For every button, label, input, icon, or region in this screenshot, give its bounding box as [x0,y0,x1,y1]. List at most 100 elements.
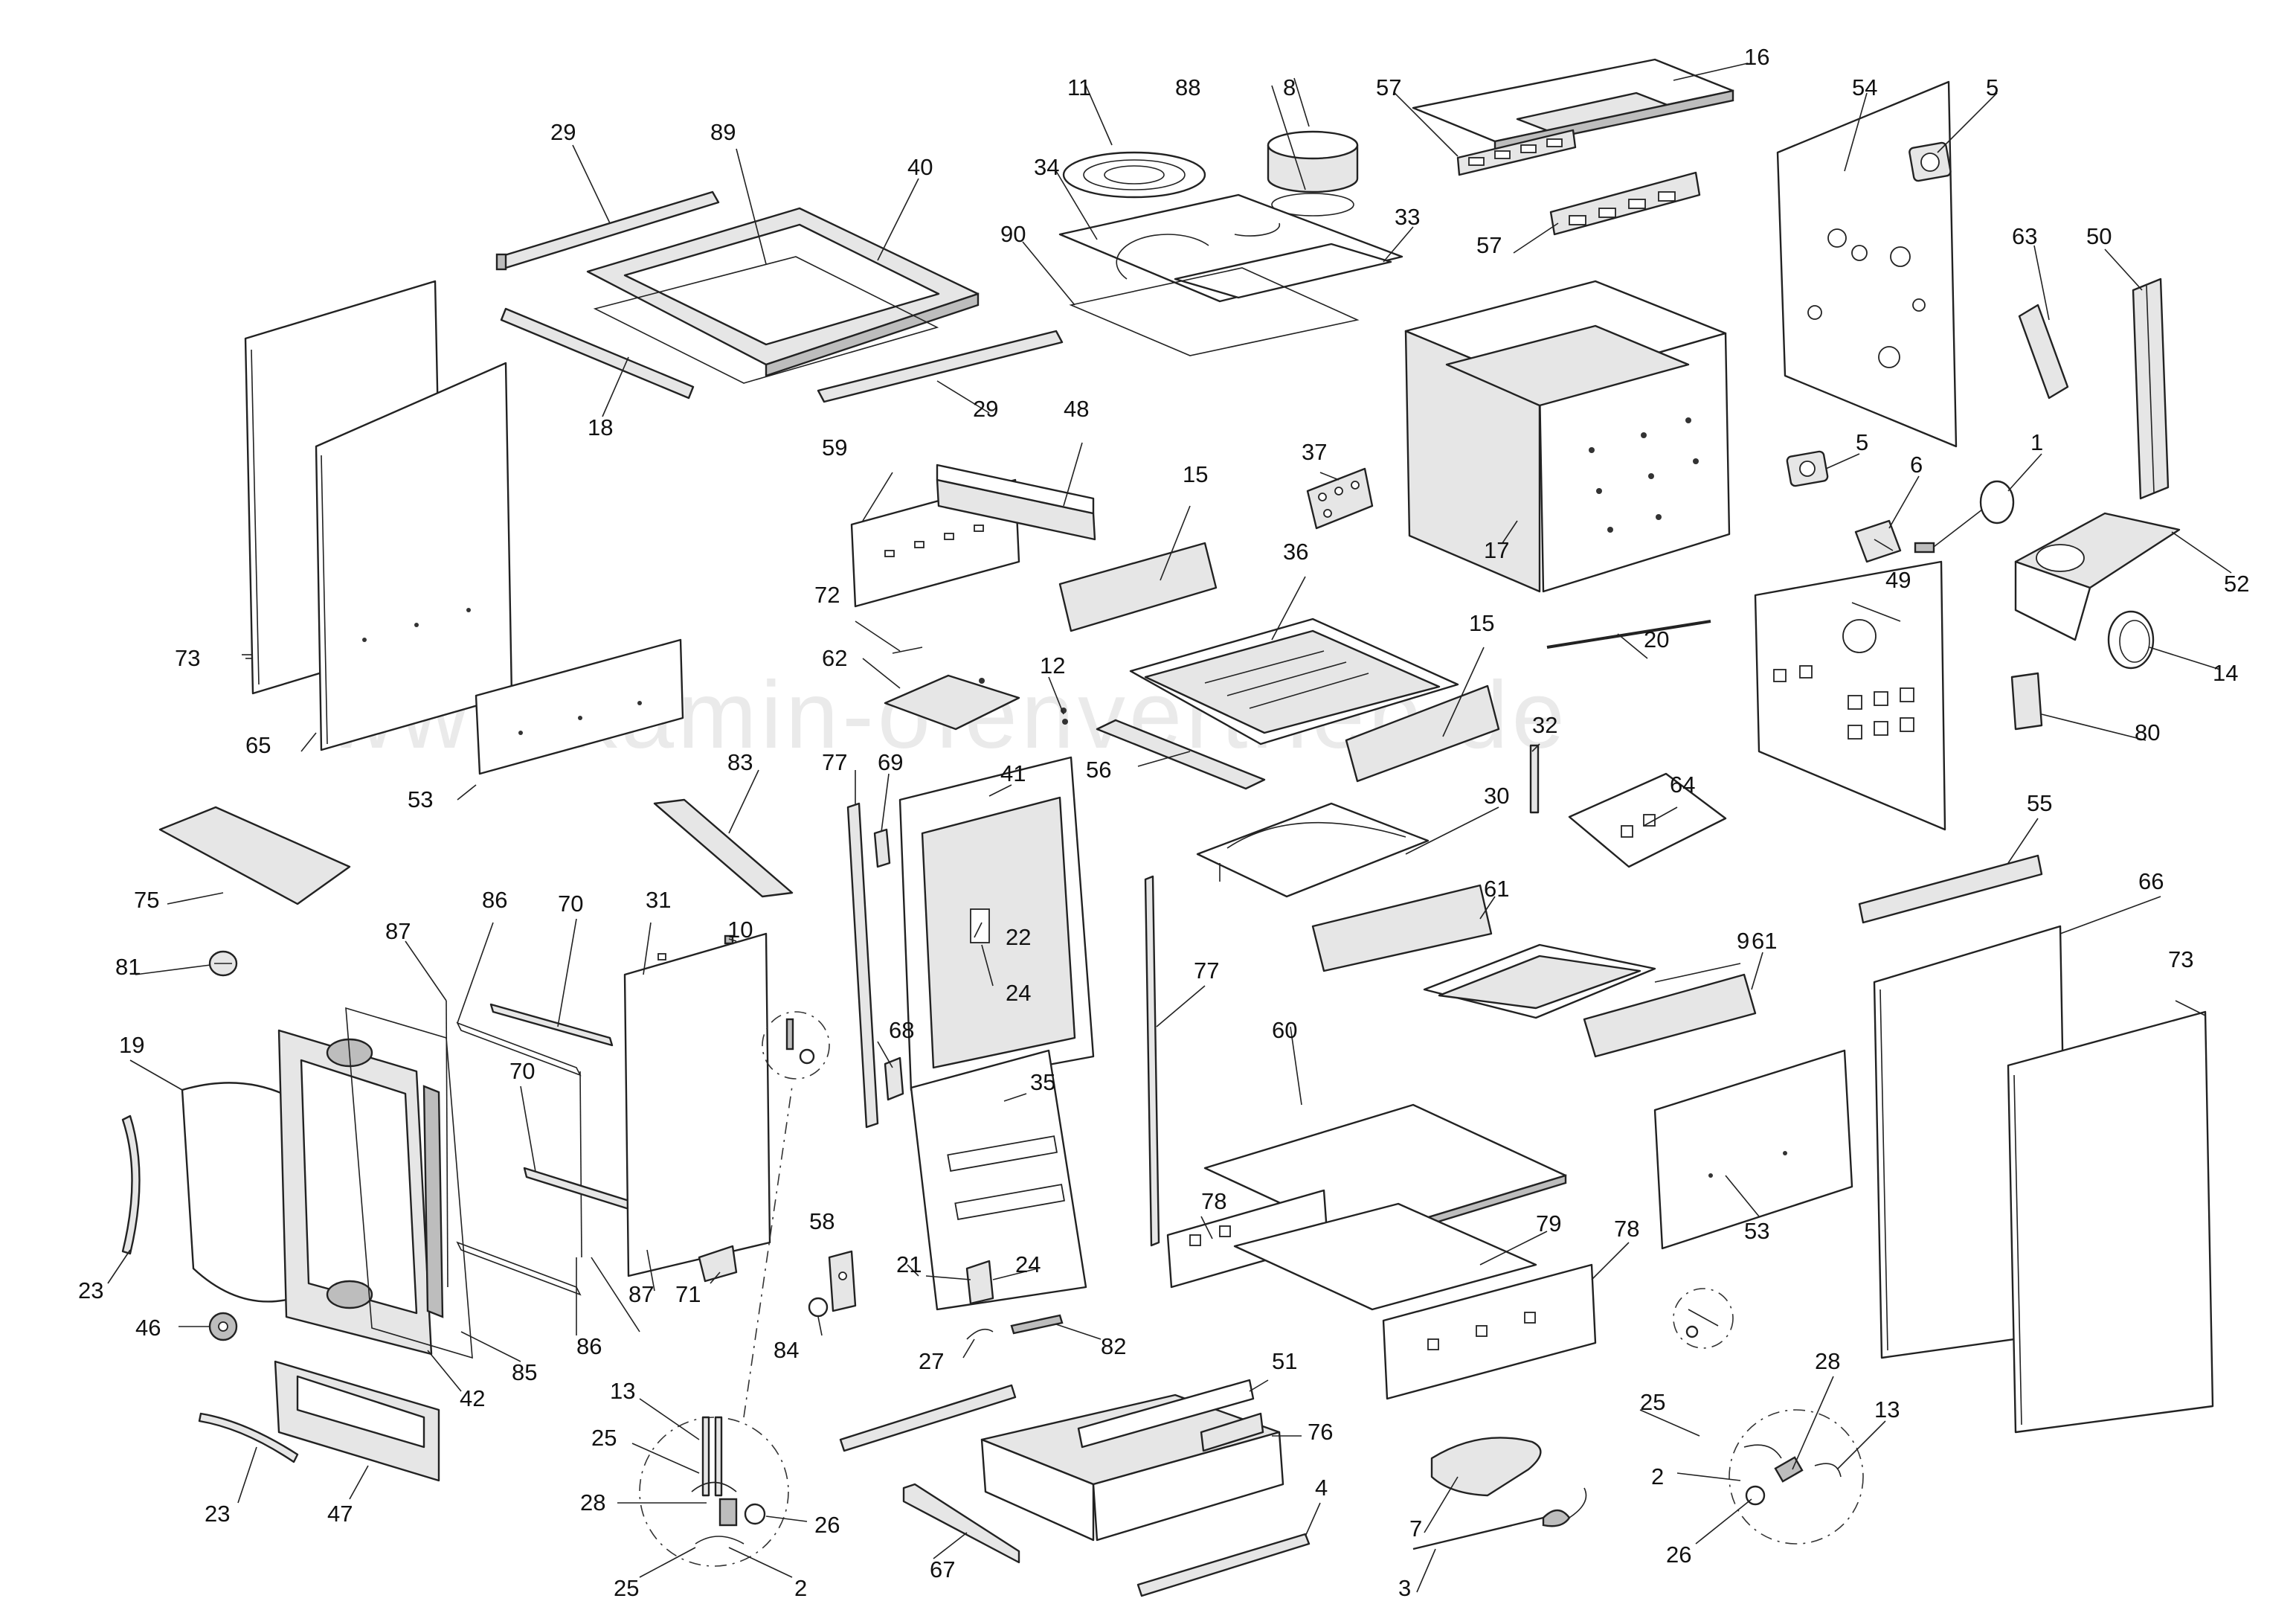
callout-41: 41 [1000,760,1026,786]
callout-70: 70 [558,891,583,917]
part-37-block [1306,467,1374,530]
callout-88: 88 [1175,74,1200,100]
callout-13: 13 [1874,1396,1900,1423]
part-3-poker [1412,1487,1587,1550]
callout-26: 26 [814,1512,840,1538]
part-87-gasket-strip-left [446,1000,448,1288]
callout-9: 9 [1737,928,1749,954]
callout-62: 62 [822,645,847,671]
callout-29: 29 [973,396,998,422]
callout-32: 32 [1532,712,1557,738]
part-81-door-knob [208,950,238,977]
callout-37: 37 [1302,439,1327,465]
part-30-grate-assembly [1196,802,1430,898]
part-75-cover [158,806,351,905]
callout-35: 35 [1030,1069,1055,1095]
callout-28: 28 [580,1489,605,1516]
callout-61: 61 [1484,876,1509,902]
part-73-side-panel-right [2007,1010,2214,1434]
part-72-lever [892,647,923,654]
callout-78: 78 [1614,1216,1639,1242]
callout-69: 69 [878,749,903,775]
callout-71: 71 [675,1281,701,1307]
part-90-gasket-frame [1069,267,1360,356]
callout-86: 86 [576,1333,602,1359]
callout-54: 54 [1852,74,1877,100]
callout-61: 61 [1752,928,1777,954]
part-54-back-panel [1776,80,1958,448]
part-67-bracket [902,1483,1020,1564]
part-63-bracket [2018,304,2069,400]
part-53-bottom-panel-left [475,638,684,775]
part-46-rosette [208,1312,238,1341]
part-18-rail [500,307,695,400]
callout-5: 5 [1986,74,1998,100]
part-68-plate [884,1056,904,1101]
callout-58: 58 [809,1208,835,1234]
callout-72: 72 [814,582,840,608]
leader-lines [107,62,2232,1593]
part-20-rod [1546,620,1711,649]
part-5-flange-lower [1786,450,1829,487]
callout-40: 40 [907,154,933,180]
callout-4: 4 [1315,1475,1328,1501]
callout-90: 90 [1000,221,1026,247]
callout-85: 85 [512,1359,537,1385]
callout-labels: 1 2 2 3 4 5 5 6 7 8 9 10 11 12 13 13 14 … [78,44,2249,1601]
part-87-gasket-strip-right [579,1071,582,1258]
part-29-top-bar-upper [495,190,720,271]
callout-1: 1 [2030,429,2043,455]
part-15-baffle-upper [1058,542,1218,632]
callout-11: 11 [1067,74,1091,100]
callout-31: 31 [646,887,671,913]
callout-57: 57 [1376,74,1401,100]
callout-70: 70 [509,1058,535,1084]
part-86-glass-lower [456,1241,582,1296]
part-85-door-gasket [345,1007,473,1359]
callout-56: 56 [1086,757,1111,783]
callout-21: 21 [896,1251,922,1277]
callout-33: 33 [1395,204,1420,230]
callout-22: 22 [1006,924,1031,950]
part-29-top-bar-lower [817,330,1064,403]
callout-5: 5 [1856,429,1868,455]
part-40-top-frame [586,207,980,377]
part-1-damper-disc [1914,480,2015,554]
part-35-lower-frame [910,1049,1087,1311]
callout-25: 25 [591,1425,617,1451]
callout-24: 24 [1006,980,1031,1006]
detail-circle-right [1729,1409,1864,1545]
detail-circle-upper [762,1011,830,1080]
callout-55: 55 [2027,790,2052,816]
callout-14: 14 [2213,660,2238,686]
callout-89: 89 [710,119,736,145]
callout-50: 50 [2086,223,2112,249]
callout-27: 27 [919,1348,944,1374]
part-5-flange-upper [1908,141,1952,182]
part-9-ash-pan [1423,943,1656,1019]
part-36-ash-grate [1129,618,1459,745]
part-61-angle-upper [1311,884,1493,972]
callout-82: 82 [1101,1333,1126,1359]
callout-29: 29 [550,119,576,145]
callout-73: 73 [2168,946,2193,972]
part-32-pin [1529,744,1540,814]
callout-7: 7 [1409,1516,1422,1542]
callout-64: 64 [1670,772,1695,798]
part-57-flue-channel-lower [1549,171,1701,236]
part-33-top-plate [1174,243,1392,299]
callout-23: 23 [78,1277,103,1303]
part-58-hinge-plate [828,1250,857,1312]
part-71-latch [698,1245,738,1283]
callout-77: 77 [822,749,847,775]
part-6-damper-lever [1854,519,1902,563]
callout-36: 36 [1283,539,1308,565]
part-61-angle-lower [1583,973,1757,1058]
callout-86: 86 [482,887,507,913]
part-83-angle [653,798,794,898]
callout-15: 15 [1183,461,1208,487]
callout-65: 65 [245,732,271,758]
detail-circle-left [639,1085,793,1567]
callout-53: 53 [1744,1218,1769,1244]
